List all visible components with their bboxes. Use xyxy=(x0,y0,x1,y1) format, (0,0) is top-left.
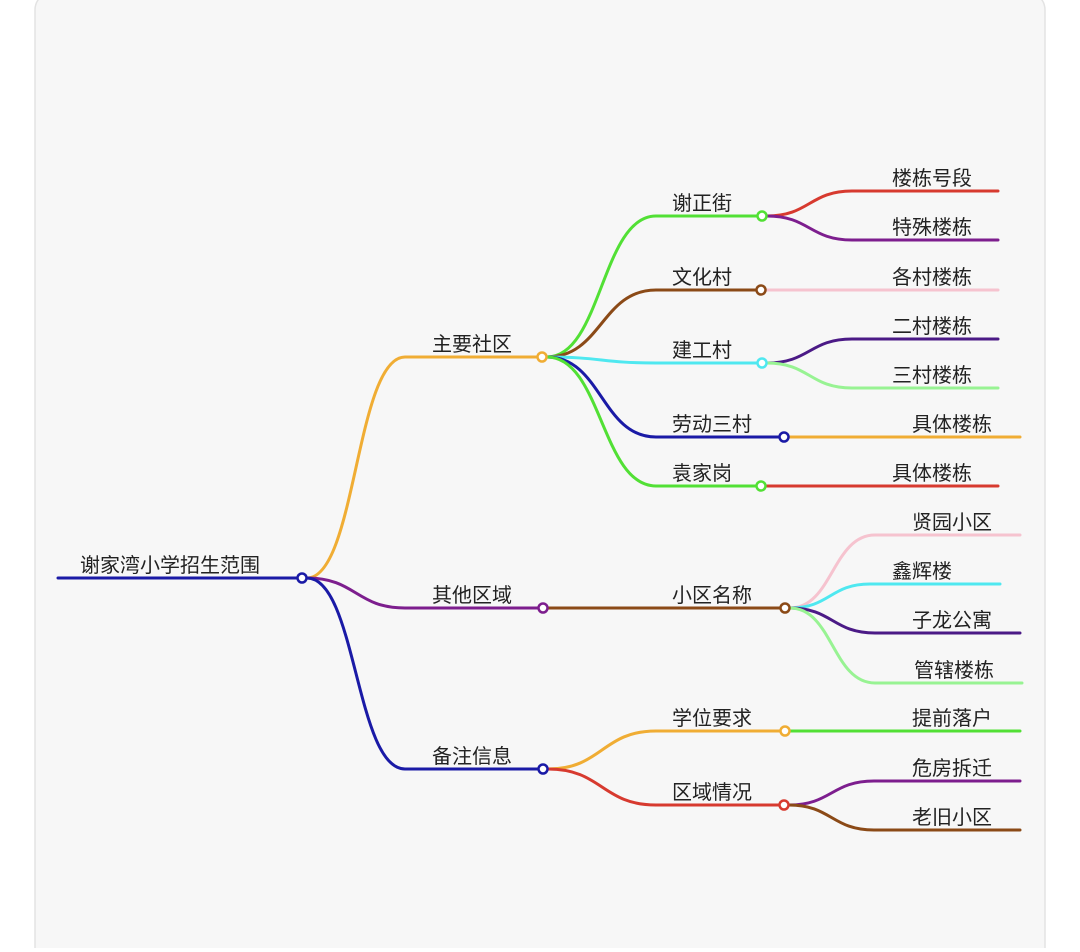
leaf-label: 鑫辉楼 xyxy=(892,559,952,583)
sub-branch-label: 建工村 xyxy=(672,338,732,362)
sub-branch-node xyxy=(778,799,790,811)
leaf-label: 子龙公寓 xyxy=(912,608,992,632)
root-label: 谢家湾小学招生范围 xyxy=(80,553,260,577)
branch-connector xyxy=(305,576,540,771)
branch-node xyxy=(537,763,549,775)
leaf-connector xyxy=(788,582,1002,610)
sub-branch-node xyxy=(756,210,768,222)
leaf-label: 老旧小区 xyxy=(912,805,992,829)
branch-connector xyxy=(305,355,539,580)
sub-branch-node xyxy=(756,357,768,369)
leaf-label: 二村楼栋 xyxy=(892,314,972,338)
sub-branch-label: 文化村 xyxy=(672,265,732,289)
sub-branch-node xyxy=(755,284,767,296)
sub-branch-connector xyxy=(545,355,781,439)
sub-branch-connector xyxy=(545,214,759,359)
sub-branch-connector xyxy=(545,288,758,359)
leaf-label: 特殊楼栋 xyxy=(892,215,972,239)
leaf-connector xyxy=(765,361,1000,390)
leaf-connector xyxy=(787,779,1022,807)
sub-branch-node xyxy=(778,431,790,443)
leaf-connector xyxy=(765,189,1000,218)
sub-branch-node xyxy=(779,602,791,614)
leaf-connector xyxy=(788,606,1024,685)
branch-node xyxy=(537,602,549,614)
leaf-label: 危房拆迁 xyxy=(912,756,992,780)
sub-branch-label: 袁家岗 xyxy=(672,461,732,485)
leaf-connector xyxy=(765,214,1000,242)
sub-branch-label: 劳动三村 xyxy=(672,412,752,436)
branch-label: 主要社区 xyxy=(432,332,512,356)
leaf-label: 楼栋号段 xyxy=(892,166,972,190)
sub-branch-connector xyxy=(546,767,781,807)
leaf-label: 具体楼栋 xyxy=(892,461,972,485)
branch-node xyxy=(536,351,548,363)
leaf-connector xyxy=(788,533,1022,610)
sub-branch-connector xyxy=(545,355,758,488)
leaf-label: 三村楼栋 xyxy=(892,363,972,387)
sub-branch-label: 区域情况 xyxy=(672,780,752,804)
leaf-connector xyxy=(788,606,1022,635)
leaf-label: 管辖楼栋 xyxy=(914,658,994,682)
leaf-connector xyxy=(787,803,1022,832)
sub-branch-node xyxy=(779,725,791,737)
branch-label: 其他区域 xyxy=(432,583,512,607)
sub-branch-label: 小区名称 xyxy=(672,583,752,607)
sub-branch-node xyxy=(755,480,767,492)
branch-label: 备注信息 xyxy=(432,744,512,768)
leaf-label: 具体楼栋 xyxy=(912,412,992,436)
leaf-label: 各村楼栋 xyxy=(892,265,972,289)
branch-connector xyxy=(305,576,540,610)
diagram-card xyxy=(34,0,1046,952)
sub-branch-label: 学位要求 xyxy=(672,706,752,730)
leaf-label: 提前落户 xyxy=(912,706,992,730)
leaf-label: 贤园小区 xyxy=(912,510,992,534)
root-node xyxy=(296,572,308,584)
sub-branch-label: 谢正街 xyxy=(672,191,732,215)
sub-branch-connector xyxy=(546,729,782,771)
sub-branch-connector xyxy=(545,355,759,365)
leaf-connector xyxy=(765,337,1000,365)
